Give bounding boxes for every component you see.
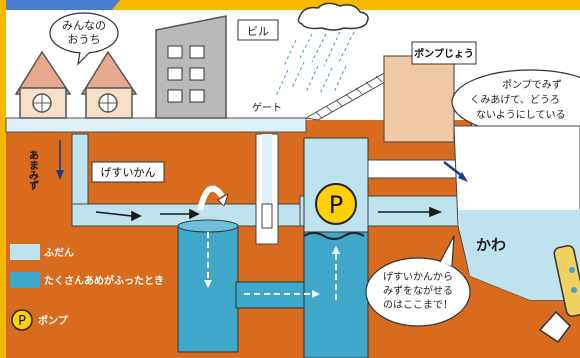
limit-bubble-line1: げすいかんから (383, 271, 453, 283)
building (155, 15, 227, 119)
flow-arrows (95, 206, 443, 222)
discharge-pointer-arrow (443, 161, 468, 182)
sewer-pipe-label: げすいかん (101, 166, 156, 179)
manhole-shaft (255, 133, 279, 245)
limit-info-bubble: げすいかんから みずをながせる のはここまで！ (365, 235, 471, 327)
pump-station-building (383, 55, 455, 143)
pump-station-label-box: ポンプじょう (411, 41, 477, 65)
pump-bubble-line3: ないようにしている (476, 109, 566, 121)
pump-bubble-line2: くみあげて、どうろ (470, 94, 560, 106)
limit-bubble-line3: のはここまで！ (383, 299, 453, 311)
pump-outlet-channel (367, 195, 461, 227)
pump-station-label: ポンプじょう (414, 47, 474, 60)
pump-bubble-line1: ポンプでみず (502, 79, 562, 91)
legend: ふだん たくさんあめがふったとき P ポンプ (10, 244, 164, 331)
legend-label-heavy-rain: たくさんあめがふったとき (44, 274, 164, 287)
pump-symbol-label: P (329, 191, 343, 219)
building-label: ビル (247, 25, 269, 38)
rain-down-arrow: あまみず (27, 140, 64, 191)
gate-label: ゲート (252, 102, 282, 114)
limit-bubble-line2: みずをながせる (383, 284, 453, 297)
building-label-box: ビル (237, 19, 279, 41)
legend-pump-icon (11, 309, 33, 331)
legend-swatch-heavy-rain (10, 272, 40, 288)
legend-label-normal: ふだん (44, 247, 74, 259)
house-right (80, 50, 138, 119)
house-left (14, 50, 72, 119)
houses-callout: みんなの おうち (49, 12, 119, 66)
river-label: かわ (476, 236, 506, 254)
houses-label-line1: みんなの (62, 19, 106, 32)
legend-label-pump: ポンプ (38, 314, 69, 327)
river: かわ (453, 125, 580, 301)
sewer-pipe-label-box: げすいかん (91, 161, 165, 183)
pump-info-bubble: ポンプでみず くみあげて、どうろ ないようにしている (451, 69, 580, 148)
mascot-character (538, 245, 580, 344)
houses-label-line2: おうち (68, 33, 101, 46)
road (5, 117, 307, 133)
legend-swatch-normal (10, 244, 40, 260)
rain-cloud (275, 2, 369, 97)
top-tab (6, 0, 120, 10)
pump-icon: P (315, 183, 357, 225)
rainwater-label: あまみず (27, 150, 39, 191)
heavy-rain-flow-arrows (204, 166, 436, 300)
legend-pump-symbol: P (18, 314, 26, 329)
overflow-arrowhead (217, 193, 229, 207)
overflow-arrow (197, 185, 225, 211)
